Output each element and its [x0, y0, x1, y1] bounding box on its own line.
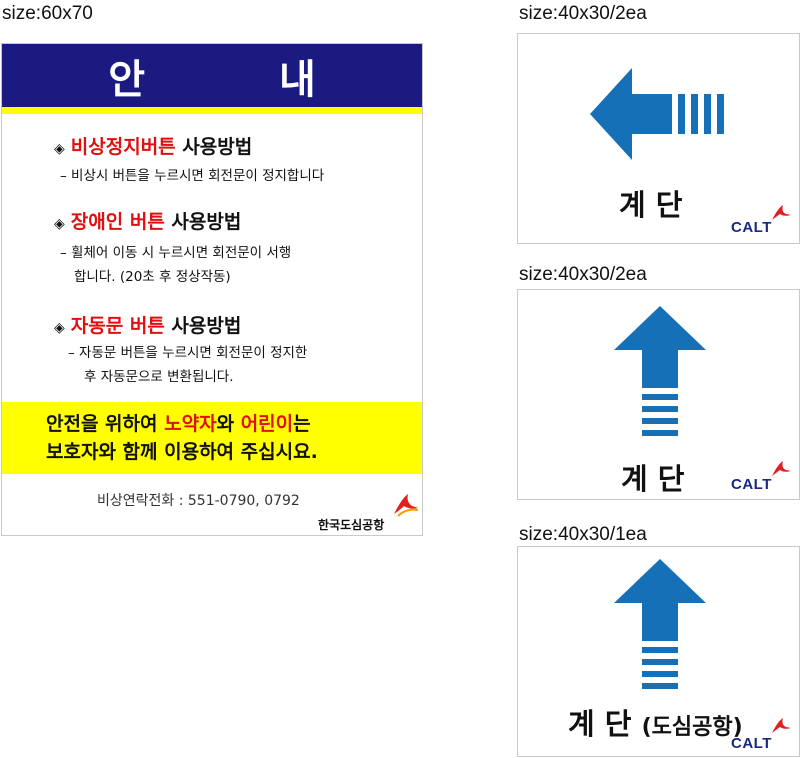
safety-warning-box: 안전을 위하여 노약자와 어린이는 보호자와 함께 이용하여 주십시요. — [2, 402, 422, 474]
diamond-bullet-icon: ◈ — [54, 141, 65, 157]
diamond-bullet-icon: ◈ — [54, 320, 65, 336]
brand-calt: CALT — [731, 219, 772, 236]
organization-name: 한국도심공항 — [318, 518, 385, 532]
section-auto-door-desc-2: 후 자동문으로 변환됩니다. — [84, 369, 234, 385]
main-size-label: size:60x70 — [2, 3, 93, 24]
calt-logo-icon — [772, 205, 791, 220]
up-arrow-icon — [614, 306, 706, 436]
section-emergency-stop-title: ◈비상정지버튼 사용방법 — [54, 136, 253, 158]
section-disabled-title: ◈장애인 버튼 사용방법 — [54, 211, 242, 233]
stair-text-airport: (도심공항) — [641, 715, 743, 740]
diamond-bullet-icon: ◈ — [54, 216, 65, 232]
warning-line-2: 보호자와 함께 이용하여 주십시요. — [46, 441, 318, 463]
calt-logo-icon — [772, 718, 791, 733]
calt-logo-icon — [394, 494, 419, 517]
brand-calt: CALT — [731, 735, 772, 752]
stair-text: 계 단 — [619, 188, 683, 222]
section-auto-door-title: ◈자동문 버튼 사용방법 — [54, 315, 242, 337]
notice-yellow-stripe — [2, 107, 422, 114]
stair-sign-1: 계 단 CALT — [517, 33, 800, 244]
up-arrow-icon — [614, 559, 706, 689]
section-disabled-desc-1: – 휠체어 이동 시 누르시면 회전문이 서행 — [60, 245, 292, 261]
sign3-size-label: size:40x30/1ea — [519, 524, 647, 545]
brand-calt: CALT — [731, 476, 772, 493]
stair-sign-2: 계 단 CALT — [517, 289, 800, 500]
sign2-size-label: size:40x30/2ea — [519, 264, 647, 285]
emergency-contact: 비상연락전화 : 551-0790, 0792 — [97, 493, 300, 509]
stair-sign-3: 계 단 (도심공항) CALT — [517, 546, 800, 757]
notice-title: 안 내 — [2, 44, 422, 107]
section-emergency-stop-desc: – 비상시 버튼을 누르시면 회전문이 정지합니다 — [60, 168, 325, 184]
notice-sign: 안 내 ◈비상정지버튼 사용방법 – 비상시 버튼을 누르시면 회전문이 정지합… — [1, 43, 423, 536]
stair-text: 계 단 — [621, 462, 685, 496]
warning-line-1: 안전을 위하여 노약자와 어린이는 — [46, 413, 311, 435]
section-disabled-desc-2: 합니다. (20초 후 정상작동) — [74, 269, 231, 285]
sign1-size-label: size:40x30/2ea — [519, 3, 647, 24]
left-arrow-icon — [590, 68, 724, 160]
stair-text: 계 단 (도심공항) — [568, 707, 743, 741]
calt-logo-icon — [772, 461, 791, 476]
section-auto-door-desc-1: – 자동문 버튼을 누르시면 회전문이 정지한 — [68, 345, 308, 361]
